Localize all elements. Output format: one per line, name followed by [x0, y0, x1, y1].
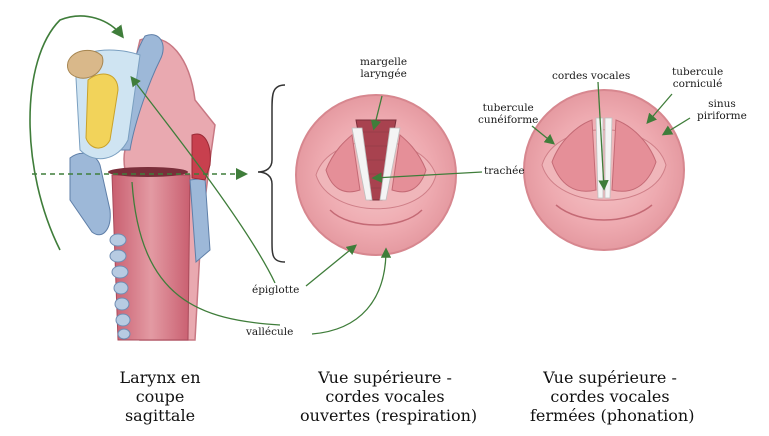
label-margelle: margelle laryngée	[360, 56, 407, 80]
label-sinus-line1: sinus	[708, 98, 736, 110]
caption-open-line1: Vue supérieure -	[318, 368, 452, 387]
label-cordes-vocales: cordes vocales	[552, 70, 631, 82]
label-sinus-piriforme: sinus piriforme	[697, 98, 747, 122]
top-view-arrow	[29, 15, 124, 251]
label-cuneiforme-line1: tubercule	[482, 102, 534, 114]
caption-closed: Vue supérieure - cordes vocales fermées …	[530, 368, 695, 425]
open-vocal-cord-right	[379, 127, 401, 201]
closed-view	[523, 89, 685, 251]
caption-sagittal-line3: sagittale	[124, 406, 196, 425]
caption-sagittal-line2: coupe	[135, 387, 185, 406]
caption-closed-line1: Vue supérieure -	[543, 368, 677, 387]
label-tubercule-cuneiforme: tubercule cunéiforme	[478, 102, 538, 126]
caption-closed-line3: fermées (phonation)	[530, 406, 695, 425]
hyoid-bone	[67, 49, 104, 79]
caption-sagittal: Larynx en coupe sagittale	[100, 368, 220, 425]
label-epiglotte: épiglotte	[252, 284, 300, 296]
label-vallecule: vallécule	[246, 326, 294, 338]
thyroid-cartilage	[69, 152, 111, 236]
closed-vocal-cord-right	[604, 117, 613, 199]
pointer-lines	[130, 75, 691, 335]
view-bracket	[257, 84, 286, 263]
caption-closed-line2: cordes vocales	[550, 387, 670, 406]
pre-epiglottic-fat	[85, 73, 119, 149]
label-cuneiforme-line2: cunéiforme	[478, 114, 539, 126]
open-vocal-cord-left	[351, 127, 373, 201]
label-sinus-line2: piriforme	[697, 110, 747, 122]
label-margelle-line2: laryngée	[360, 68, 407, 80]
caption-open-line3: ouvertes (respiration)	[300, 406, 478, 425]
label-margelle-line1: margelle	[360, 56, 408, 68]
label-trachee: trachée	[484, 165, 525, 177]
caption-sagittal-line1: Larynx en	[119, 368, 201, 387]
tracheal-rings	[109, 233, 131, 340]
glottis-slit	[108, 167, 188, 177]
label-cornicule-line1: tubercule	[672, 66, 724, 78]
sagittal-section	[29, 15, 248, 341]
label-tubercule-cornicule: tubercule corniculé	[672, 66, 723, 90]
label-cornicule-line2: corniculé	[672, 78, 723, 90]
caption-open: Vue supérieure - cordes vocales ouvertes…	[300, 368, 478, 425]
posterior-muscle	[191, 133, 211, 181]
caption-open-line2: cordes vocales	[325, 387, 445, 406]
